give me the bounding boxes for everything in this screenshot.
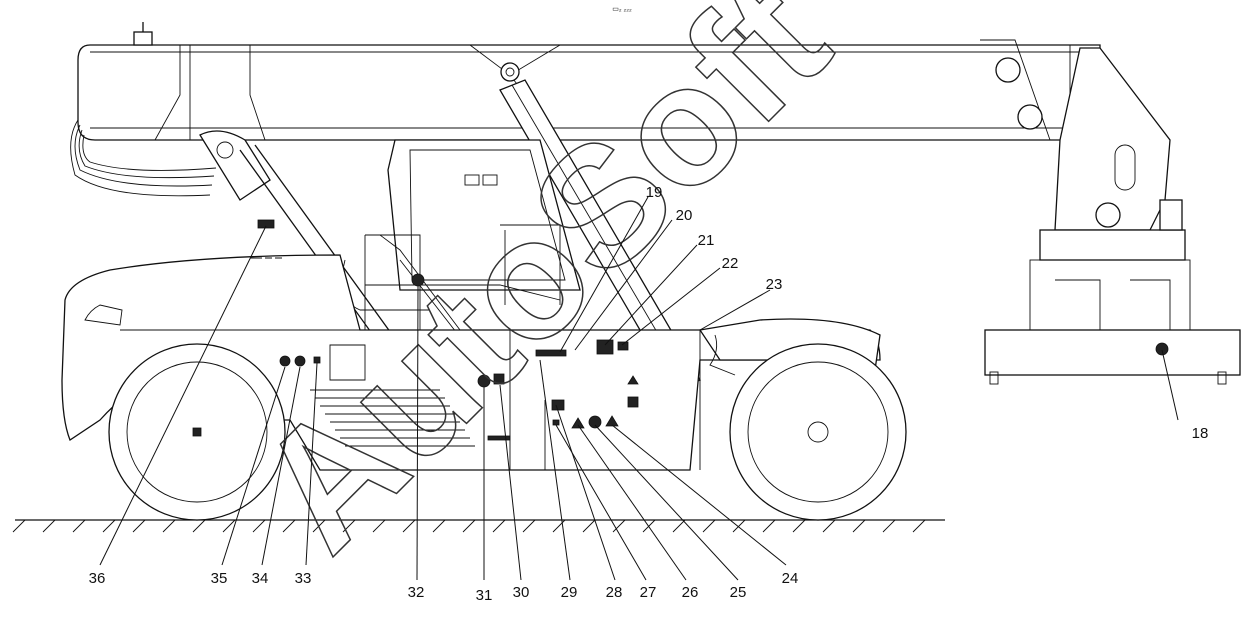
rear-view	[984, 47, 1241, 385]
callout-36: 36	[89, 570, 106, 587]
callout-35: 35	[211, 570, 228, 587]
callout-27: 27	[640, 584, 657, 601]
ground-line	[12, 519, 945, 533]
callout-26: 26	[682, 584, 699, 601]
callout-18: 18	[1192, 425, 1209, 442]
callout-33: 33	[295, 570, 312, 587]
rear-wheel	[729, 343, 907, 521]
callout-28: 28	[606, 584, 623, 601]
callout-29: 29	[561, 584, 578, 601]
drawing-code: ▭₂ ₂₂₂	[612, 6, 632, 13]
decals	[279, 273, 639, 441]
callout-20: 20	[676, 207, 693, 224]
callout-30: 30	[513, 584, 530, 601]
callout-23: 23	[766, 276, 783, 293]
callout-31: 31	[476, 587, 493, 604]
callout-22: 22	[722, 255, 739, 272]
hydraulic-hoses	[70, 119, 217, 197]
callout-25: 25	[730, 584, 747, 601]
callout-34: 34	[252, 570, 269, 587]
callout-32: 32	[408, 584, 425, 601]
cab	[387, 139, 581, 305]
callout-21: 21	[698, 232, 715, 249]
callout-19: 19	[646, 184, 663, 201]
callout-24: 24	[782, 570, 799, 587]
front-wheel	[108, 343, 286, 521]
callout-labels: 18 19 20 21 22 23 24 25 26 27 28 29 30 3…	[89, 184, 1209, 604]
leader-lines	[99, 196, 1179, 581]
boom	[77, 22, 1101, 141]
